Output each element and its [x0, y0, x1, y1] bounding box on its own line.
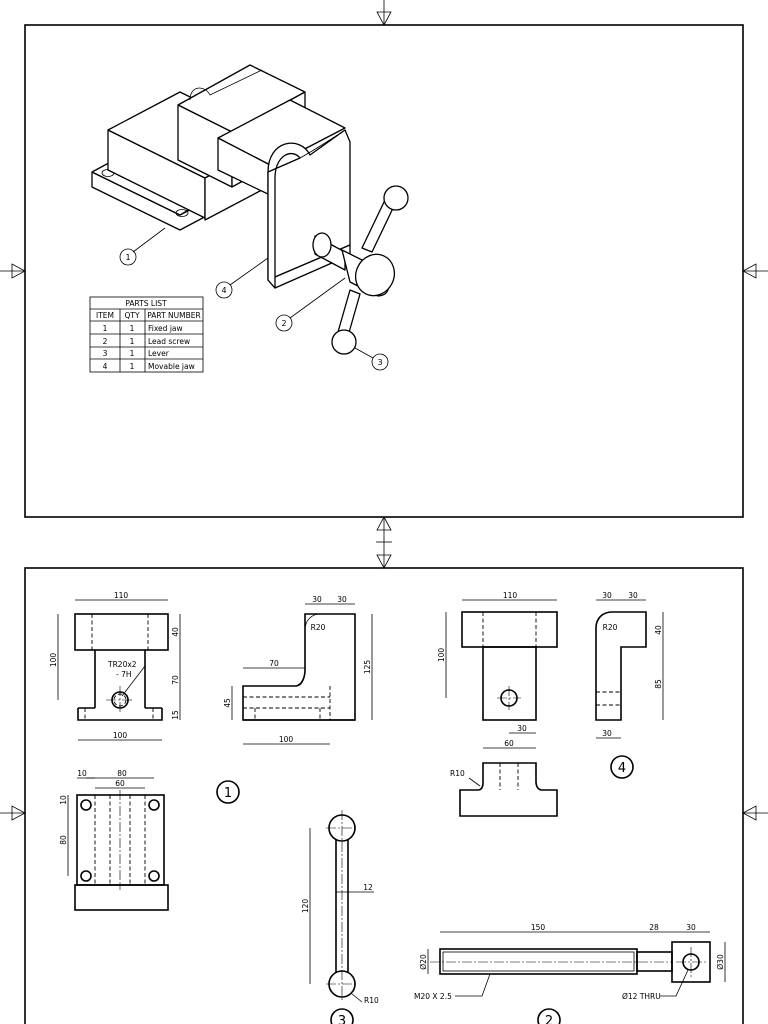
balloon-1 — [119, 248, 137, 266]
dim-80v: 80 — [59, 835, 68, 845]
balloon-2-label: 2 — [281, 319, 286, 328]
dim-radius: R10 — [450, 769, 465, 778]
dim-t1: 30 — [312, 595, 322, 604]
cell-item: 4 — [103, 362, 108, 371]
dim-width: 110 — [503, 591, 518, 600]
balloon-4 — [215, 281, 233, 299]
dim-radius: R20 — [603, 623, 618, 632]
cell-qty: 1 — [130, 349, 135, 358]
part2-lead-screw: 150 28 30 Ø20 Ø30 M20 X 2.5 Ø12 THRU — [414, 923, 726, 1001]
dim-30: 30 — [517, 724, 527, 733]
cell-item: 2 — [103, 337, 108, 346]
balloon-1-label: 1 — [125, 253, 130, 262]
part3-lever: 120 12 R10 — [301, 810, 379, 1005]
dim-step: 70 — [269, 659, 279, 668]
part4-bottom-view: R10 — [450, 762, 558, 817]
cell-qty: 1 — [130, 362, 135, 371]
dim-dia20: Ø20 — [419, 954, 428, 970]
balloon-part1-label: 1 — [224, 786, 232, 801]
part1-top-view: 10 80 60 10 80 — [59, 769, 169, 911]
balloon-3 — [371, 353, 389, 371]
cell-item: 1 — [103, 324, 108, 333]
dim-85: 85 — [654, 679, 663, 689]
cell-item: 3 — [103, 349, 108, 358]
dim-t2: 30 — [337, 595, 347, 604]
dim-thread-tol: - 7H — [116, 670, 132, 679]
col-header-item: ITEM — [96, 311, 114, 320]
dim-length: 120 — [301, 899, 310, 914]
dim-height: 125 — [363, 660, 372, 675]
dim-30: 30 — [602, 729, 612, 738]
dim-t2: 30 — [628, 591, 638, 600]
dim-t1: 30 — [602, 591, 612, 600]
part1-front-view: 110 100 40 70 15 100 TR20x2 - 7H — [49, 591, 181, 741]
dim-width-base: 100 — [113, 731, 128, 740]
balloon-3-label: 3 — [377, 358, 382, 367]
dim-thread: TR20x2 — [107, 660, 137, 669]
dim-thread: M20 X 2.5 — [414, 992, 452, 1001]
col-header-qty: QTY — [124, 311, 139, 320]
balloon-part2-label: 2 — [545, 1014, 553, 1024]
balloon-part2 — [537, 1008, 561, 1024]
dim-dia30: Ø30 — [716, 954, 725, 970]
balloon-part3 — [330, 1008, 354, 1024]
part4-front-view: 110 100 30 60 — [437, 591, 558, 749]
col-header-part-number: PART NUMBER — [147, 311, 200, 320]
balloon-2 — [275, 314, 293, 332]
dim-radius: R10 — [364, 996, 379, 1005]
dim-80: 80 — [117, 769, 127, 778]
bottom-frame — [24, 567, 744, 1024]
cell-qty: 1 — [130, 337, 135, 346]
dim-dia: 12 — [363, 883, 373, 892]
balloon-part3-label: 3 — [338, 1014, 346, 1024]
dim-width-top: 110 — [114, 591, 129, 600]
dim-height: 100 — [49, 653, 58, 668]
dim-base-h: 15 — [171, 710, 180, 720]
cell-part: Movable jaw — [148, 362, 195, 371]
part1-side-view: 30 30 R20 70 45 125 100 — [223, 595, 373, 745]
dim-60: 60 — [115, 779, 125, 788]
cell-part: Lead screw — [148, 337, 190, 346]
dim-radius: R20 — [311, 623, 326, 632]
balloon-part4 — [610, 755, 634, 779]
balloon-part1 — [216, 780, 240, 804]
cell-qty: 1 — [130, 324, 135, 333]
dim-30: 30 — [686, 923, 696, 932]
dim-10b: 10 — [59, 795, 68, 805]
dim-base: 45 — [223, 698, 232, 708]
dim-top-h: 40 — [171, 627, 180, 637]
dim-width: 100 — [279, 735, 294, 744]
parts-list-title: PARTS LIST — [125, 299, 167, 308]
dim-28: 28 — [649, 923, 659, 932]
dim-hole: Ø12 THRU — [622, 992, 661, 1001]
dim-height: 100 — [437, 648, 446, 663]
part4-side-view: 30 30 R20 40 85 30 — [595, 591, 664, 739]
cell-part: Lever — [148, 349, 170, 358]
balloon-part4-label: 4 — [618, 761, 626, 776]
dim-60: 60 — [504, 739, 514, 748]
dim-len: 150 — [531, 923, 546, 932]
iso-balloons: 1 4 2 3 — [119, 227, 389, 371]
isometric-vise — [91, 64, 409, 355]
cell-part: Fixed jaw — [148, 324, 183, 333]
dim-40: 40 — [654, 625, 663, 635]
parts-list-table: PARTS LIST ITEM QTY PART NUMBER 1 1 Fixe… — [89, 296, 204, 373]
dim-10a: 10 — [77, 769, 87, 778]
dim-mid-h: 70 — [171, 675, 180, 685]
balloon-4-label: 4 — [221, 286, 226, 295]
